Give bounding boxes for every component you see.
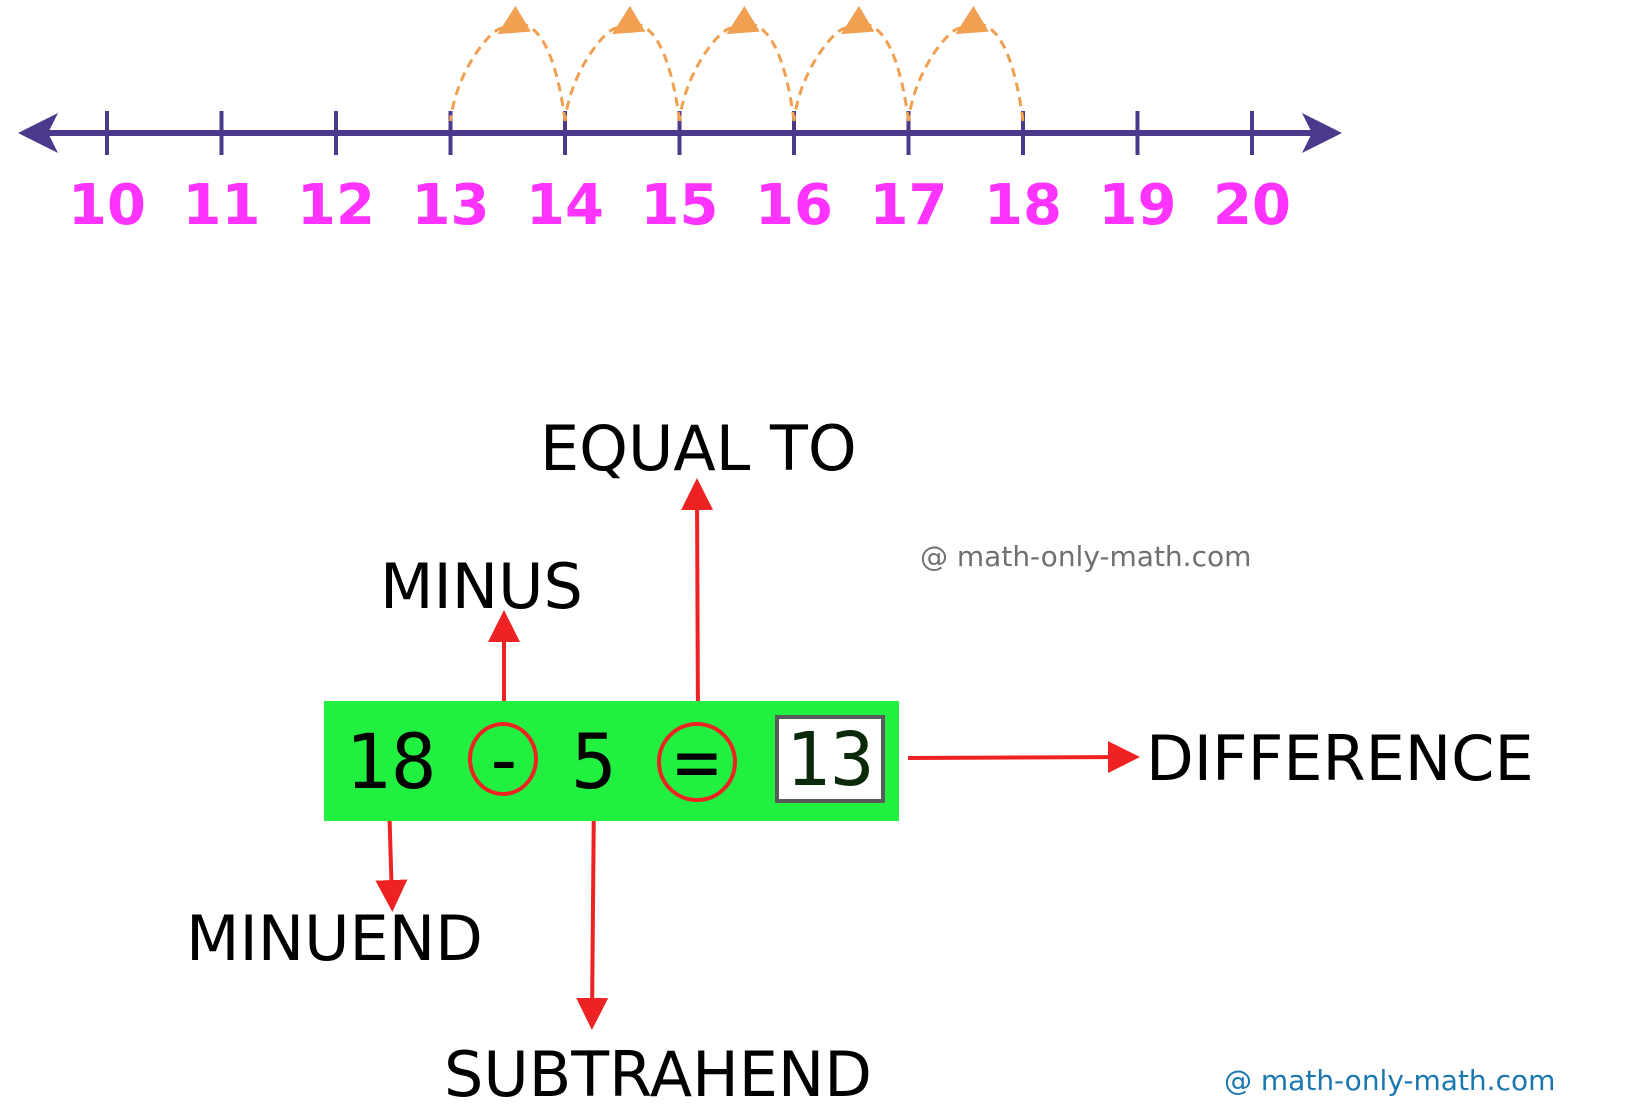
difference-box: 13 <box>775 715 885 803</box>
arrow-to-equal-to <box>681 478 714 728</box>
tick-label: 18 <box>984 173 1062 238</box>
tick-label: 15 <box>640 173 719 238</box>
tick-label: 11 <box>182 173 261 238</box>
subtrahend-number: 5 <box>571 717 617 806</box>
equals-circle <box>657 722 737 802</box>
minus-sign: - <box>481 715 527 804</box>
minus-circle <box>468 722 538 796</box>
minuend-number: 18 <box>345 717 437 806</box>
tick-label: 17 <box>869 173 948 238</box>
jump-arc-tail <box>907 26 962 122</box>
tick-label: 10 <box>68 173 146 238</box>
jump-arc-tail <box>678 26 733 122</box>
number-line <box>18 5 1342 155</box>
number-line-jumps <box>449 5 1025 122</box>
watermark-top: @ math-only-math.com <box>920 540 1252 573</box>
tick-label: 13 <box>411 173 490 238</box>
label-minus: MINUS <box>380 550 583 623</box>
label-equal-to: EQUAL TO <box>540 412 857 485</box>
right-arrowhead <box>1302 113 1342 153</box>
label-minuend: MINUEND <box>186 902 483 975</box>
jump-arc-tail <box>449 26 504 122</box>
tick-label: 12 <box>297 173 375 238</box>
jump-arc-tail <box>563 26 618 122</box>
label-subtrahend: SUBTRAHEND <box>444 1038 873 1111</box>
left-arrowhead <box>18 113 58 153</box>
tick-label: 16 <box>755 173 833 238</box>
watermark-bottom: @ math-only-math.com <box>1224 1064 1556 1097</box>
label-difference: DIFFERENCE <box>1146 722 1534 795</box>
tick-label: 14 <box>526 173 604 238</box>
jump-arc-tail <box>792 26 847 122</box>
tick-label: 19 <box>1098 173 1177 238</box>
arrow-to-difference <box>907 741 1140 774</box>
tick-label: 20 <box>1213 173 1291 238</box>
arrow-to-subtrahend <box>576 791 609 1030</box>
equals-sign: = <box>674 717 720 806</box>
difference-number: 13 <box>785 717 875 803</box>
